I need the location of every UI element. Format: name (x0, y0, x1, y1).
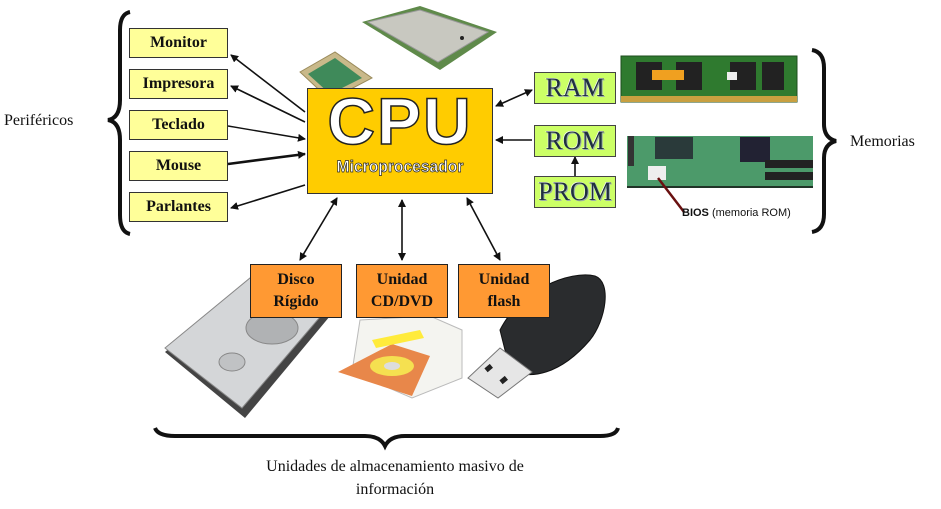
storage-label-line2: información (355, 481, 435, 498)
memories-label: Memorias (850, 133, 915, 150)
ram-module-image (620, 55, 798, 103)
bios-caption-rest: (memoria ROM) (711, 207, 791, 219)
storage-cd-dvd: Unidad CD/DVD (356, 264, 448, 318)
peripheral-mouse: Mouse (129, 151, 228, 181)
peripherals-label: Periféricos (4, 112, 74, 129)
storage-flash-line2: flash (487, 293, 521, 310)
arrow-mouse-cpu (227, 150, 306, 166)
storage-disco-rigido: Disco Rígido (250, 264, 342, 318)
bios-caption: BIOS (memoria ROM) (682, 207, 791, 219)
arrow-cpu-ram (495, 89, 533, 107)
storage-disco-line1: Disco (277, 271, 315, 288)
arrow-cpu-impresora (230, 85, 306, 123)
peripherals-brace (107, 10, 131, 236)
memory-ram: RAM (534, 72, 616, 104)
arrow-cpu-flash (466, 197, 501, 261)
cd-dvd-drive-image (338, 315, 463, 399)
peripheral-parlantes: Parlantes (129, 192, 228, 222)
motherboard-bios-image (627, 136, 813, 213)
bios-caption-bold: BIOS (682, 207, 709, 219)
cpu-subtitle: Microprocesador (336, 157, 464, 177)
storage-label-line1: Unidades de almacenamiento masivo de (266, 458, 524, 475)
arrow-teclado-cpu (227, 125, 306, 142)
storage-flash: Unidad flash (458, 264, 550, 318)
peripheral-teclado: Teclado (129, 110, 228, 140)
storage-label: Unidades de almacenamiento masivo de inf… (200, 455, 590, 501)
cpu-box: CPU Microprocesador (307, 83, 493, 194)
arrow-cpu-parlantes (230, 184, 306, 210)
storage-brace (153, 427, 620, 451)
peripheral-impresora: Impresora (129, 69, 228, 99)
storage-flash-line1: Unidad (478, 271, 530, 288)
storage-disco-line2: Rígido (273, 293, 319, 310)
memories-brace (811, 48, 837, 234)
arrow-cpu-monitor (230, 54, 306, 113)
arrow-cpu-disco (299, 197, 338, 261)
memory-rom: ROM (534, 125, 616, 157)
cpu-title: CPU (327, 83, 473, 159)
storage-cddvd-line1: Unidad (376, 271, 428, 288)
storage-cddvd-line2: CD/DVD (370, 293, 434, 310)
memory-prom: PROM (534, 176, 616, 208)
cpu-chip-image (362, 6, 497, 70)
peripheral-monitor: Monitor (129, 28, 228, 58)
